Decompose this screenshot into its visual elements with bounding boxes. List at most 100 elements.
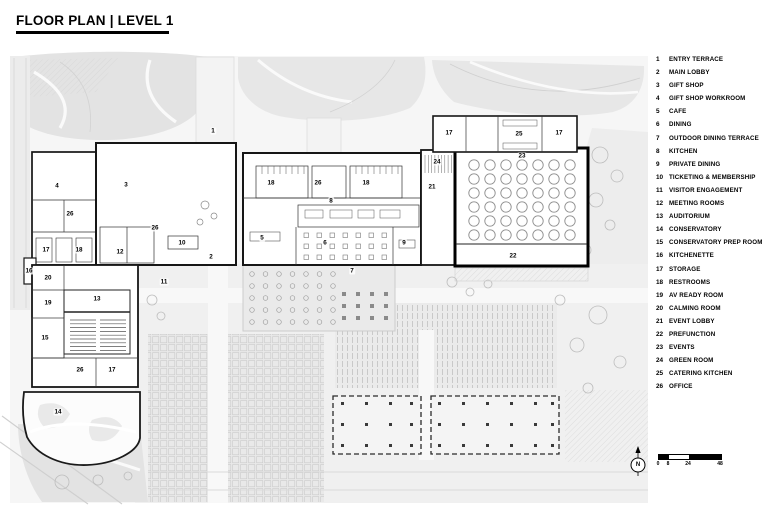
legend-item-label: AUDITORIUM	[669, 213, 710, 221]
legend-item-label: OFFICE	[669, 383, 693, 391]
legend-item: 7 OUTDOOR DINING TERRACE	[656, 135, 778, 142]
scale-bar-segment	[689, 455, 721, 459]
legend-item-number: 22	[656, 330, 664, 338]
legend-item-number: 11	[656, 186, 663, 194]
north-label: N	[635, 462, 641, 468]
legend-item-label: CAFE	[669, 108, 687, 116]
legend-item: 17 STORAGE	[656, 266, 778, 273]
event-tables	[468, 159, 576, 241]
pavilion-columns	[341, 402, 554, 447]
legend-item-number: 26	[656, 383, 664, 391]
buildings-layer	[22, 115, 590, 466]
legend-item-number: 1	[656, 56, 660, 63]
outdoor-dining-terrace	[242, 264, 396, 332]
legend-item-label: PREFUNCTION	[669, 330, 716, 338]
legend-item-label: MAIN LOBBY	[669, 69, 710, 77]
legend-item: 6 DINING	[656, 121, 778, 128]
terrace-tables	[249, 271, 388, 325]
legend-item-number: 4	[656, 95, 660, 103]
legend-item-number: 20	[656, 304, 664, 312]
legend-item-number: 12	[656, 200, 664, 208]
scale-tick-label: 48	[717, 461, 723, 467]
legend-item: 25 CATERING KITCHEN	[656, 370, 778, 377]
legend-item-label: AV READY ROOM	[669, 291, 724, 299]
scale-tick-label: 8	[666, 461, 670, 467]
scale-bar-track	[658, 454, 722, 460]
scale-bar-segment	[669, 455, 689, 459]
event-lobby-building	[420, 149, 456, 266]
legend-item-number: 14	[656, 226, 664, 234]
legend-item-number: 19	[656, 291, 664, 299]
legend-item: 8 KITCHEN	[656, 148, 778, 155]
events-canopy-walk	[454, 267, 589, 282]
legend-item-number: 23	[656, 344, 664, 352]
legend-item-label: CONSERVATORY	[669, 226, 722, 234]
legend-item-label: KITCHENETTE	[669, 252, 714, 260]
legend-item: 14 CONSERVATORY	[656, 226, 778, 233]
legend-item-number: 24	[656, 357, 664, 365]
legend-item-number: 5	[656, 108, 660, 116]
legend-item: 23 EVENTS	[656, 344, 778, 351]
legend-item-number: 9	[656, 160, 660, 168]
legend-item-label: OUTDOOR DINING TERRACE	[669, 134, 759, 142]
legend-item-number: 17	[656, 265, 664, 273]
legend-item-label: PRIVATE DINING	[669, 160, 721, 168]
scale-tick-label: 24	[685, 461, 691, 467]
dining-tables	[303, 232, 387, 260]
legend-item-label: GIFT SHOP	[669, 82, 704, 90]
legend-item: 13 AUDITORIUM	[656, 213, 778, 220]
legend-item: 26 OFFICE	[656, 383, 778, 390]
legend-item-number: 21	[656, 317, 664, 325]
restroom-stalls	[261, 166, 399, 174]
legend-item-label: GREEN ROOM	[669, 357, 714, 365]
legend-item-number: 16	[656, 252, 664, 260]
legend-item-number: 15	[656, 239, 664, 247]
catering-wing	[432, 115, 578, 153]
legend-item: 22 PREFUNCTION	[656, 331, 778, 338]
legend-item-label: TICKETING & MEMBERSHIP	[669, 173, 756, 181]
scale-tick-label: 0	[656, 461, 660, 467]
legend-item-number: 7	[656, 134, 660, 142]
legend-item-label: MEETING ROOMS	[669, 200, 725, 208]
legend-item-label: CATERING KITCHEN	[669, 370, 733, 378]
legend-item: 5 CAFE	[656, 108, 778, 115]
north-arrow-icon: N	[628, 446, 648, 478]
legend-item-label: RESTROOMS	[669, 278, 711, 286]
legend-item-number: 3	[656, 82, 660, 90]
scale-bar-segment	[659, 455, 669, 459]
legend-item: 24 GREEN ROOM	[656, 357, 778, 364]
legend-item-label: KITCHEN	[669, 147, 698, 155]
legend-item-label: STORAGE	[669, 265, 701, 273]
legend-item-number: 2	[656, 69, 660, 77]
legend-item-number: 10	[656, 173, 664, 181]
legend-item: 21 EVENT LOBBY	[656, 318, 778, 325]
legend-item: 9 PRIVATE DINING	[656, 161, 778, 168]
title-underline	[16, 31, 169, 34]
legend-item-label: VISITOR ENGAGEMENT	[669, 186, 743, 194]
auditorium-wing	[31, 264, 139, 388]
legend-item-label: CALMING ROOM	[669, 304, 721, 312]
legend-item: 11 VISITOR ENGAGEMENT	[656, 187, 778, 194]
legend-item: 20 CALMING ROOM	[656, 305, 778, 312]
restaurant-building	[242, 152, 422, 266]
legend-item: 3 GIFT SHOP	[656, 82, 778, 89]
legend-item-number: 6	[656, 121, 660, 129]
main-lobby-building	[95, 142, 237, 266]
legend-item-label: EVENTS	[669, 344, 695, 352]
legend-item-number: 13	[656, 213, 664, 221]
events-hall	[453, 146, 590, 268]
page-title: FLOOR PLAN | LEVEL 1	[16, 13, 174, 28]
legend-item-number: 25	[656, 370, 664, 378]
legend-item-label: DINING	[669, 121, 692, 129]
legend-item-label: EVENT LOBBY	[669, 317, 715, 325]
legend-item-number: 8	[656, 147, 660, 155]
legend-item: 19 AV READY ROOM	[656, 292, 778, 299]
